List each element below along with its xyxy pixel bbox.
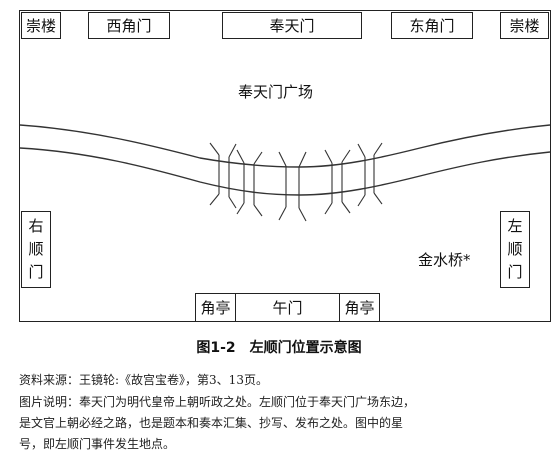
pavilion-right-box: 角亭: [339, 293, 380, 322]
bridge-1: [209, 142, 237, 209]
golden-water-bridge-label: 金水桥*: [418, 251, 471, 269]
west-gate-box: 西角门: [88, 12, 170, 39]
source-line: 资料来源：王镜轮:《故宫宝卷》，第3、13页。: [19, 373, 268, 387]
description-line-3: 号，即左顺门事件发生地点。: [19, 437, 176, 451]
bridge-3: [278, 151, 307, 222]
right-shunmen-char-3: 门: [28, 263, 44, 281]
right-shunmen-char-2: 顺: [28, 240, 44, 258]
right-shunmen-box: 右 顺 门: [21, 211, 51, 288]
left-shunmen-char-3: 门: [507, 263, 523, 281]
figure-caption: 图1-2 左顺门位置示意图: [0, 337, 558, 357]
figure-title: 左顺门位置示意图: [249, 340, 362, 356]
left-shunmen-char-1: 左: [507, 217, 523, 235]
main-gate-box: 奉天门: [222, 12, 362, 39]
description-line-1: 图片说明：奉天门为明代皇帝上朝听政之处。左顺门位于奉天门广场东边，: [19, 395, 416, 409]
river-upper-bank: [19, 124, 551, 168]
left-shunmen-char-2: 顺: [507, 240, 523, 258]
bridge-2: [236, 149, 263, 217]
pavilion-left-box: 角亭: [195, 293, 236, 322]
figure-number: 图1-2: [196, 340, 236, 356]
description-line-2: 是文官上朝必经之路，也是题本和奏本汇集、抄写、发布之处。图中的星: [19, 416, 404, 430]
east-gate-box: 东角门: [391, 12, 473, 39]
meridian-gate-box: 午门: [235, 293, 340, 322]
bridge-5: [357, 142, 383, 207]
right-shunmen-char-1: 右: [28, 217, 44, 235]
river-lower-bank: [19, 147, 551, 196]
tower-left-box: 崇楼: [21, 12, 61, 39]
left-shunmen-box: 左 顺 门: [500, 211, 530, 288]
bridge-4: [324, 149, 351, 215]
square-label: 奉天门广场: [238, 83, 314, 101]
tower-right-box: 崇楼: [500, 12, 549, 39]
